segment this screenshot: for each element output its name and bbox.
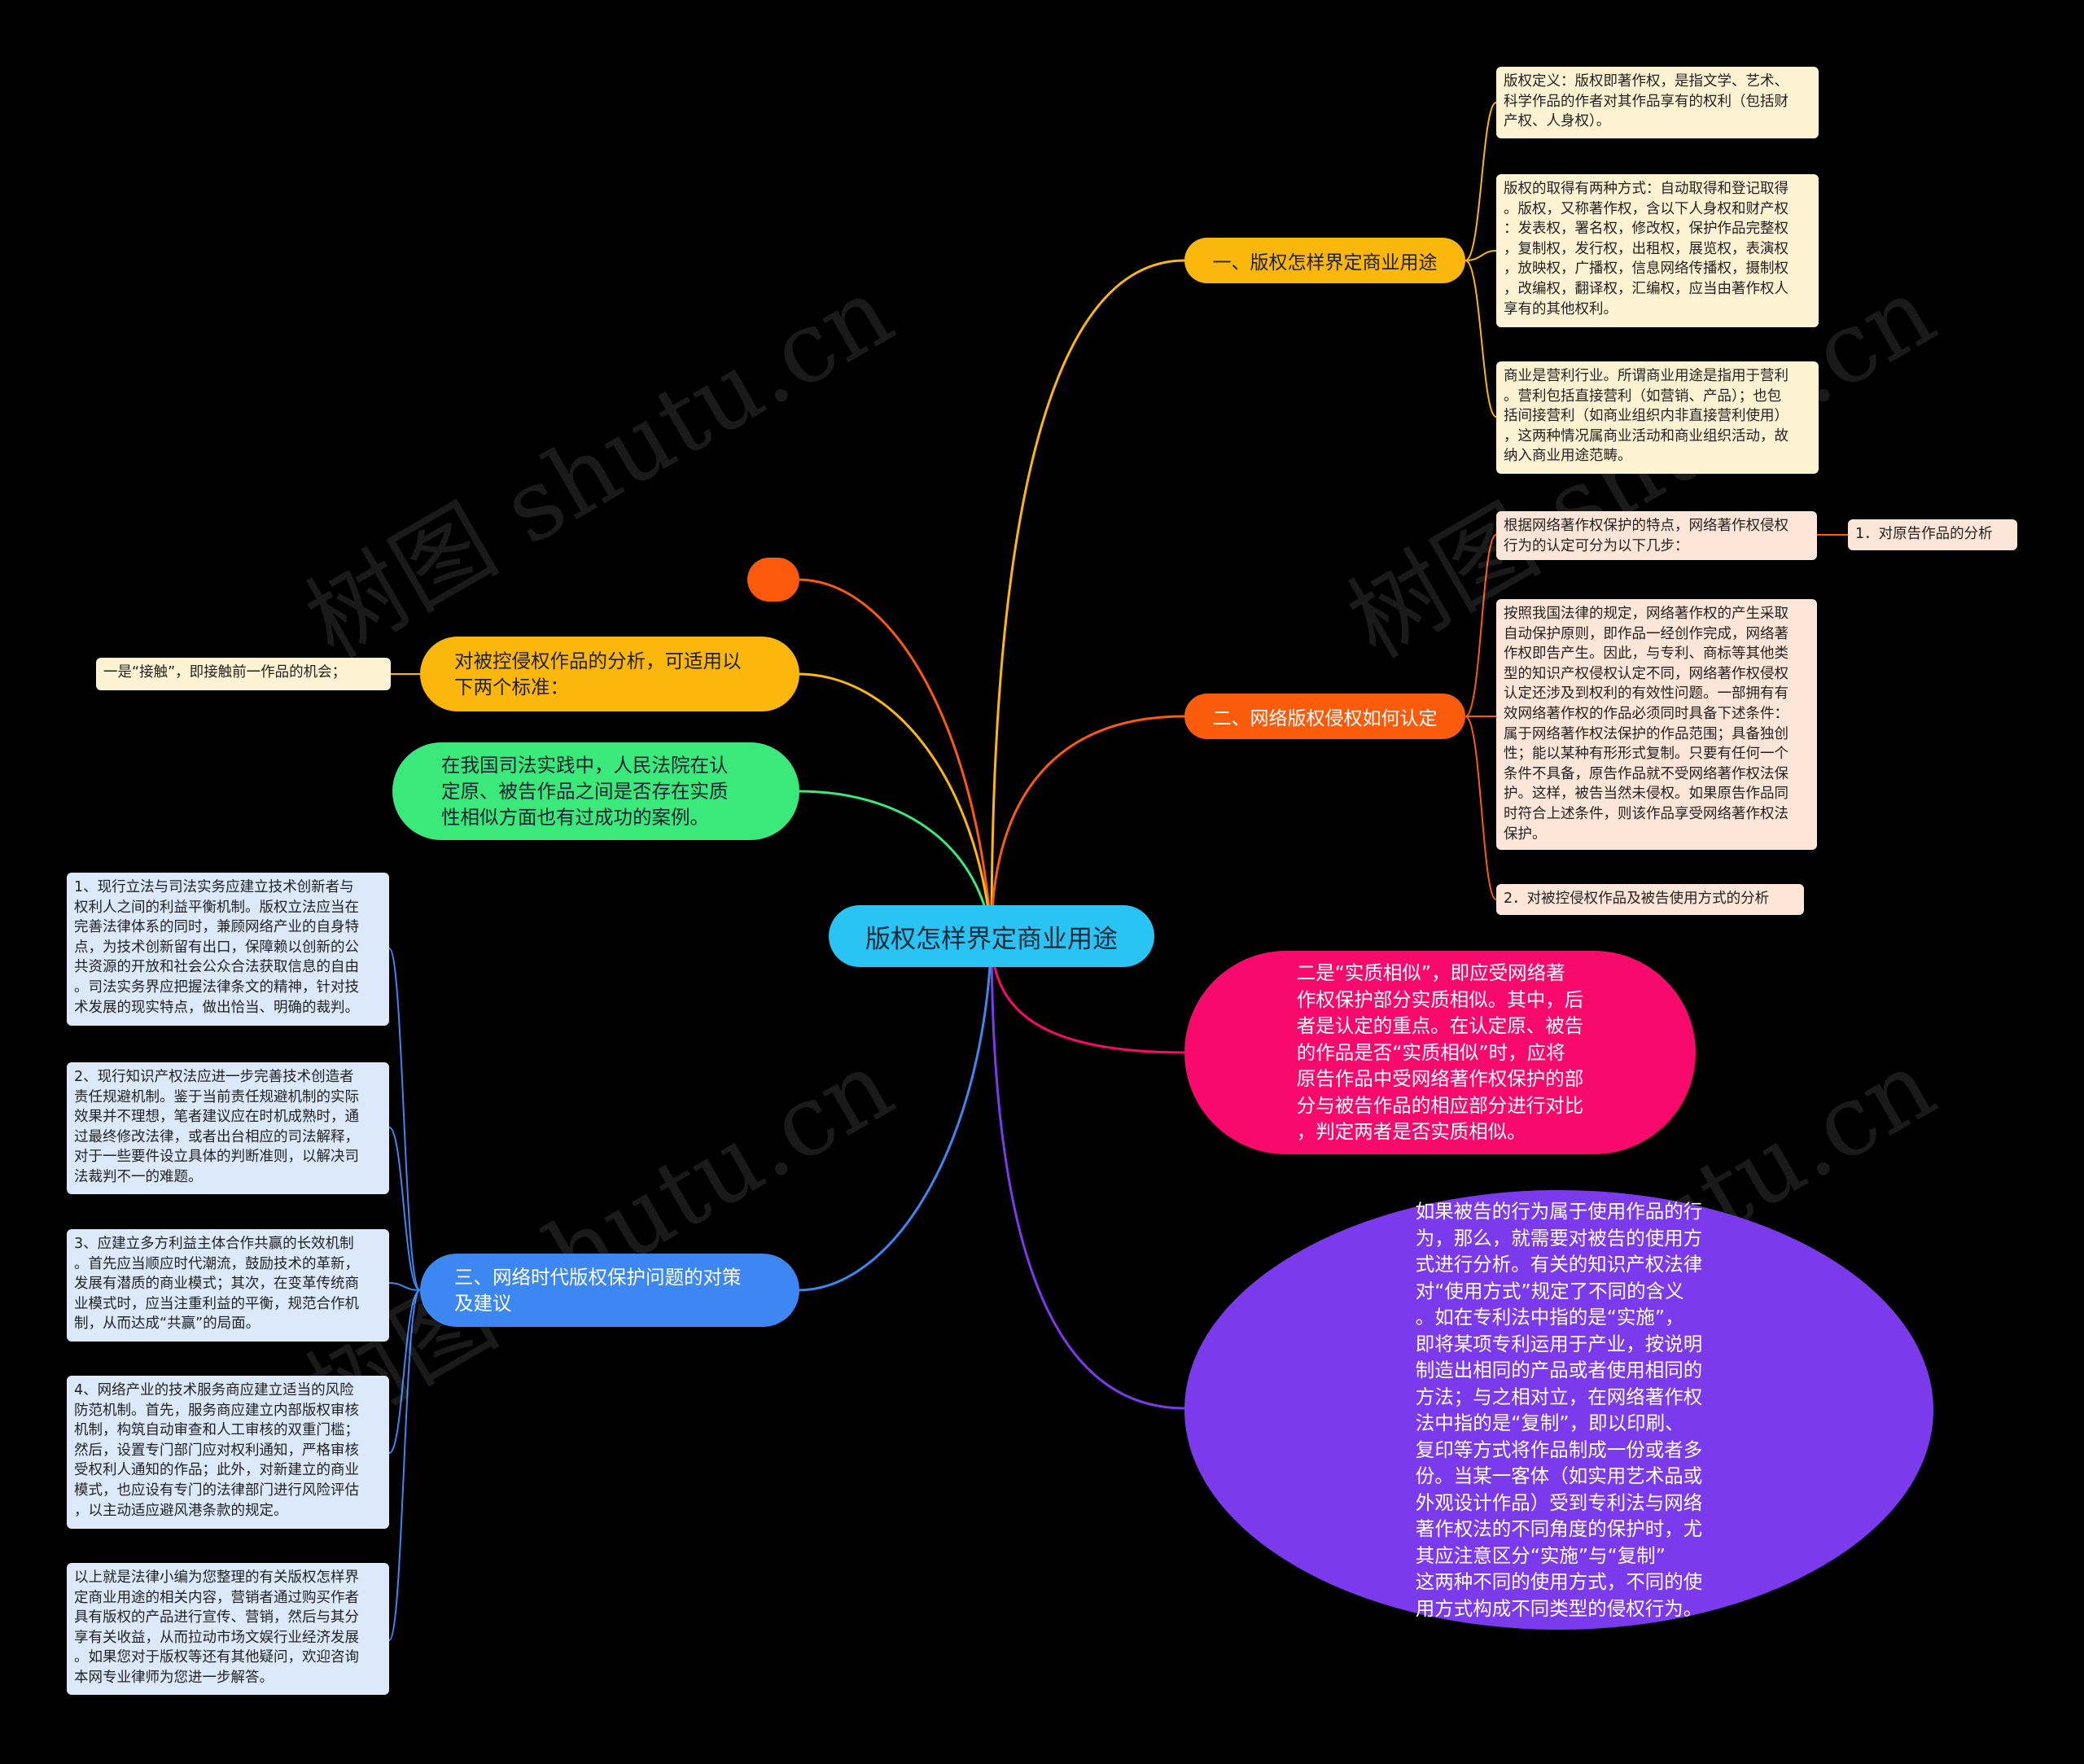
- usage-analysis-label: 如果被告的行为属于使用作品的行 为，那么，就需要对被告的使用方 式进行分析。有关…: [1415, 1200, 1703, 1620]
- branch-1-label: 一、版权怎样界定商业用途: [1212, 252, 1438, 274]
- judicial-practice-node[interactable]: 在我国司法实践中，人民法院在认 定原、被告作品之间是否存在实质 性相似方面也有过…: [392, 742, 799, 840]
- branch-2-leaf-main: 按照我国法律的规定，网络著作权的产生采取 自动保护原则，即作品一经创作完成，网络…: [1496, 599, 1817, 850]
- branch-2-leaf-intro: 根据网络著作权保护的特点，网络著作权侵权 行为的认定可分为以下几步：: [1496, 511, 1817, 560]
- infringing-work-analysis-label: 对被控侵权作品的分析，可适用以 下两个标准：: [454, 650, 742, 698]
- branch-3-node[interactable]: 三、网络时代版权保护问题的对策 及建议: [420, 1254, 799, 1327]
- substantial-similarity-label: 二是“实质相似”，即应受网络著 作权保护部分实质相似。其中，后 者是认定的重点。…: [1296, 961, 1584, 1144]
- branch-3-leaf-4: 4、网络产业的技术服务商应建立适当的风险 防范机制。首先，服务商应建立内部版权审…: [67, 1376, 389, 1529]
- branch-1-leaf-definition: 版权定义：版权即著作权，是指文学、艺术、 科学作品的作者对其作品享有的权利（包括…: [1496, 67, 1819, 138]
- empty-orange-node[interactable]: [747, 558, 799, 602]
- contact-leaf: 一是“接触”，即接触前一作品的机会；: [96, 658, 391, 690]
- branch-1-node[interactable]: 一、版权怎样界定商业用途: [1184, 238, 1465, 283]
- branch-3-leaf-2: 2、现行知识产权法应进一步完善技术创造者 责任规避机制。鉴于当前责任规避机制的实…: [67, 1062, 389, 1194]
- center-label: 版权怎样界定商业用途: [865, 924, 1118, 954]
- judicial-practice-label: 在我国司法实践中，人民法院在认 定原、被告作品之间是否存在实质 性相似方面也有过…: [441, 754, 729, 829]
- branch-2-leaf-intro-child: 1．对原告作品的分析: [1848, 519, 2017, 550]
- branch-1-leaf-commercial: 商业是营利行业。所谓商业用途是指用于营利 。营利包括直接营利（如营销、产品）；也…: [1496, 361, 1819, 474]
- center-node[interactable]: 版权怎样界定商业用途: [829, 905, 1154, 967]
- branch-2-label: 二、网络版权侵权如何认定: [1212, 708, 1438, 729]
- branch-3-leaf-1: 1、现行立法与司法实务应建立技术创新者与 权利人之间的利益平衡机制。版权立法应当…: [67, 873, 389, 1026]
- branch-3-leaf-3: 3、应建立多方利益主体合作共赢的长效机制 。首先应当顺应时代潮流，鼓励技术的革新…: [67, 1229, 389, 1342]
- branch-2-leaf-2: 2．对被控侵权作品及被告使用方式的分析: [1496, 884, 1804, 915]
- infringing-work-analysis-node[interactable]: 对被控侵权作品的分析，可适用以 下两个标准：: [420, 637, 799, 711]
- substantial-similarity-node[interactable]: 二是“实质相似”，即应受网络著 作权保护部分实质相似。其中，后 者是认定的重点。…: [1184, 951, 1696, 1154]
- branch-3-label: 三、网络时代版权保护问题的对策 及建议: [454, 1266, 742, 1315]
- branch-3-leaf-summary: 以上就是法律小编为您整理的有关版权怎样界 定商业用途的相关内容，营销者通过购买作…: [67, 1563, 389, 1695]
- usage-analysis-node[interactable]: 如果被告的行为属于使用作品的行 为，那么，就需要对被告的使用方 式进行分析。有关…: [1184, 1190, 1933, 1630]
- branch-2-node[interactable]: 二、网络版权侵权如何认定: [1184, 694, 1465, 739]
- branch-1-leaf-acquisition: 版权的取得有两种方式：自动取得和登记取得 。版权，又称著作权，含以下人身权和财产…: [1496, 174, 1819, 327]
